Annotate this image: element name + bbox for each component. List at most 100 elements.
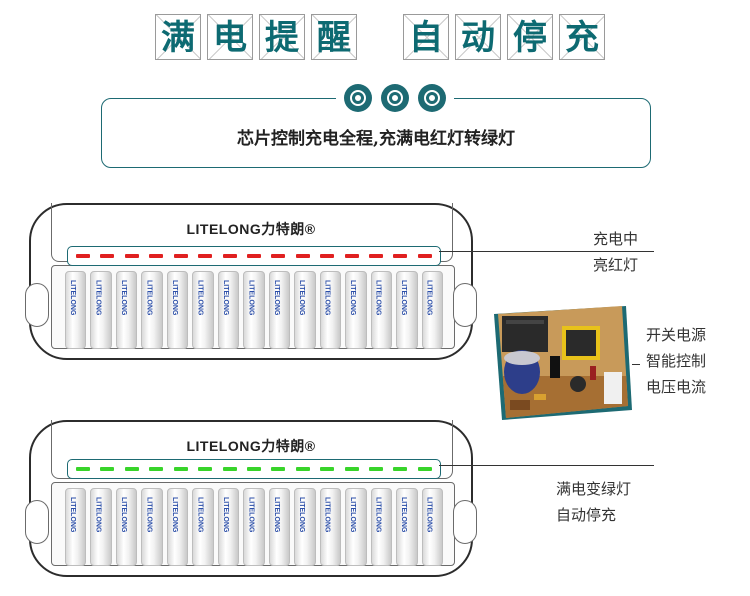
callout-line: [632, 364, 640, 365]
led-dash: [149, 467, 164, 471]
led-dash: [271, 467, 286, 471]
led-dash: [173, 467, 188, 471]
callout-line: [439, 251, 654, 252]
led-dash: [149, 254, 164, 258]
title-char-box: 满: [155, 14, 201, 60]
charging-label: 充电中 亮红灯: [593, 226, 638, 278]
full-label: 满电变绿灯 自动停充: [556, 476, 631, 528]
led-dash: [76, 467, 90, 471]
battery-cell: [90, 271, 112, 349]
banner-dots: [336, 82, 454, 114]
led-dash: [369, 254, 384, 258]
side-slot: [453, 500, 477, 544]
title-char-box: 电: [207, 14, 253, 60]
callout-line: [439, 465, 654, 466]
battery-cell: [243, 488, 265, 566]
battery-cell: [192, 488, 214, 566]
led-dash: [393, 467, 408, 471]
led-dash: [271, 254, 286, 258]
full-label-line2: 自动停充: [556, 506, 617, 524]
led-dash: [124, 467, 139, 471]
battery-cell: [115, 271, 138, 349]
title-char-box: 醒: [311, 14, 357, 60]
charging-label-line2: 亮红灯: [593, 256, 639, 274]
battery-cell: [345, 271, 367, 349]
led-dash: [173, 254, 188, 258]
title-char-box: 充: [559, 14, 605, 60]
battery-cell: [141, 271, 163, 349]
battery-row: [65, 271, 444, 349]
battery-cell: [115, 488, 138, 566]
battery-cell: [370, 271, 393, 349]
led-dash: [100, 254, 115, 258]
pcb-label-line2: 智能控制: [646, 352, 707, 370]
led-dash: [124, 254, 139, 258]
side-slot: [453, 283, 477, 327]
led-dash: [246, 254, 261, 258]
battery-cell: [294, 271, 316, 349]
battery-cell: [90, 488, 112, 566]
led-dash: [76, 254, 90, 258]
battery-cell: [192, 271, 214, 349]
title-char-box: 自: [403, 14, 449, 60]
target-icon: [344, 84, 372, 112]
pcb-label-line3: 电压电流: [646, 378, 707, 396]
title-char-box: 动: [455, 14, 501, 60]
battery-cell: [396, 488, 418, 566]
battery-cell: [65, 271, 87, 349]
banner-text: 芯片控制充电全程,充满电红灯转绿灯: [237, 129, 515, 149]
led-dash: [222, 467, 237, 471]
side-slot: [25, 283, 49, 327]
title-char-box: 提: [259, 14, 305, 60]
battery-cell: [166, 271, 189, 349]
side-slot: [25, 500, 49, 544]
led-dash: [198, 254, 213, 258]
charging-label-line1: 充电中: [593, 230, 639, 248]
led-indicator-strip: [67, 459, 441, 479]
battery-cell: [243, 271, 265, 349]
led-indicator-strip: [67, 246, 441, 266]
title-char-box: 停: [507, 14, 553, 60]
led-dash: [417, 467, 432, 471]
led-dash: [198, 467, 213, 471]
battery-cell: [421, 271, 444, 349]
full-label-line1: 满电变绿灯: [556, 480, 632, 498]
battery-cell: [319, 271, 342, 349]
led-dash: [320, 254, 335, 258]
battery-row: [65, 488, 444, 566]
led-dash: [320, 467, 335, 471]
brand-logo: LITELONG力特朗®: [186, 438, 316, 454]
target-icon: [418, 84, 446, 112]
charger-full: LITELONG力特朗®: [25, 420, 477, 577]
battery-cell: [396, 271, 418, 349]
pcb-label-line1: 开关电源: [646, 326, 707, 344]
battery-cell: [294, 488, 316, 566]
circuit-board-image: [494, 306, 632, 420]
brand-logo: LITELONG力特朗®: [186, 221, 316, 237]
led-row: [76, 467, 432, 471]
battery-cell: [217, 271, 240, 349]
led-dash: [295, 467, 310, 471]
battery-cell: [217, 488, 240, 566]
led-dash: [393, 254, 408, 258]
led-row: [76, 254, 432, 258]
led-dash: [222, 254, 237, 258]
battery-cell: [345, 488, 367, 566]
led-dash: [417, 254, 432, 258]
battery-cell: [141, 488, 163, 566]
battery-cell: [268, 271, 291, 349]
battery-cell: [370, 488, 393, 566]
led-dash: [100, 467, 115, 471]
led-dash: [295, 254, 310, 258]
led-dash: [246, 467, 261, 471]
battery-cell: [166, 488, 189, 566]
pcb-label: 开关电源 智能控制 电压电流: [646, 322, 706, 400]
led-dash: [369, 467, 384, 471]
led-dash: [344, 467, 359, 471]
battery-cell: [319, 488, 342, 566]
battery-cell: [421, 488, 444, 566]
battery-cell: [65, 488, 87, 566]
battery-cell: [268, 488, 291, 566]
charger-charging: LITELONG力特朗®: [25, 203, 477, 360]
target-icon: [381, 84, 409, 112]
